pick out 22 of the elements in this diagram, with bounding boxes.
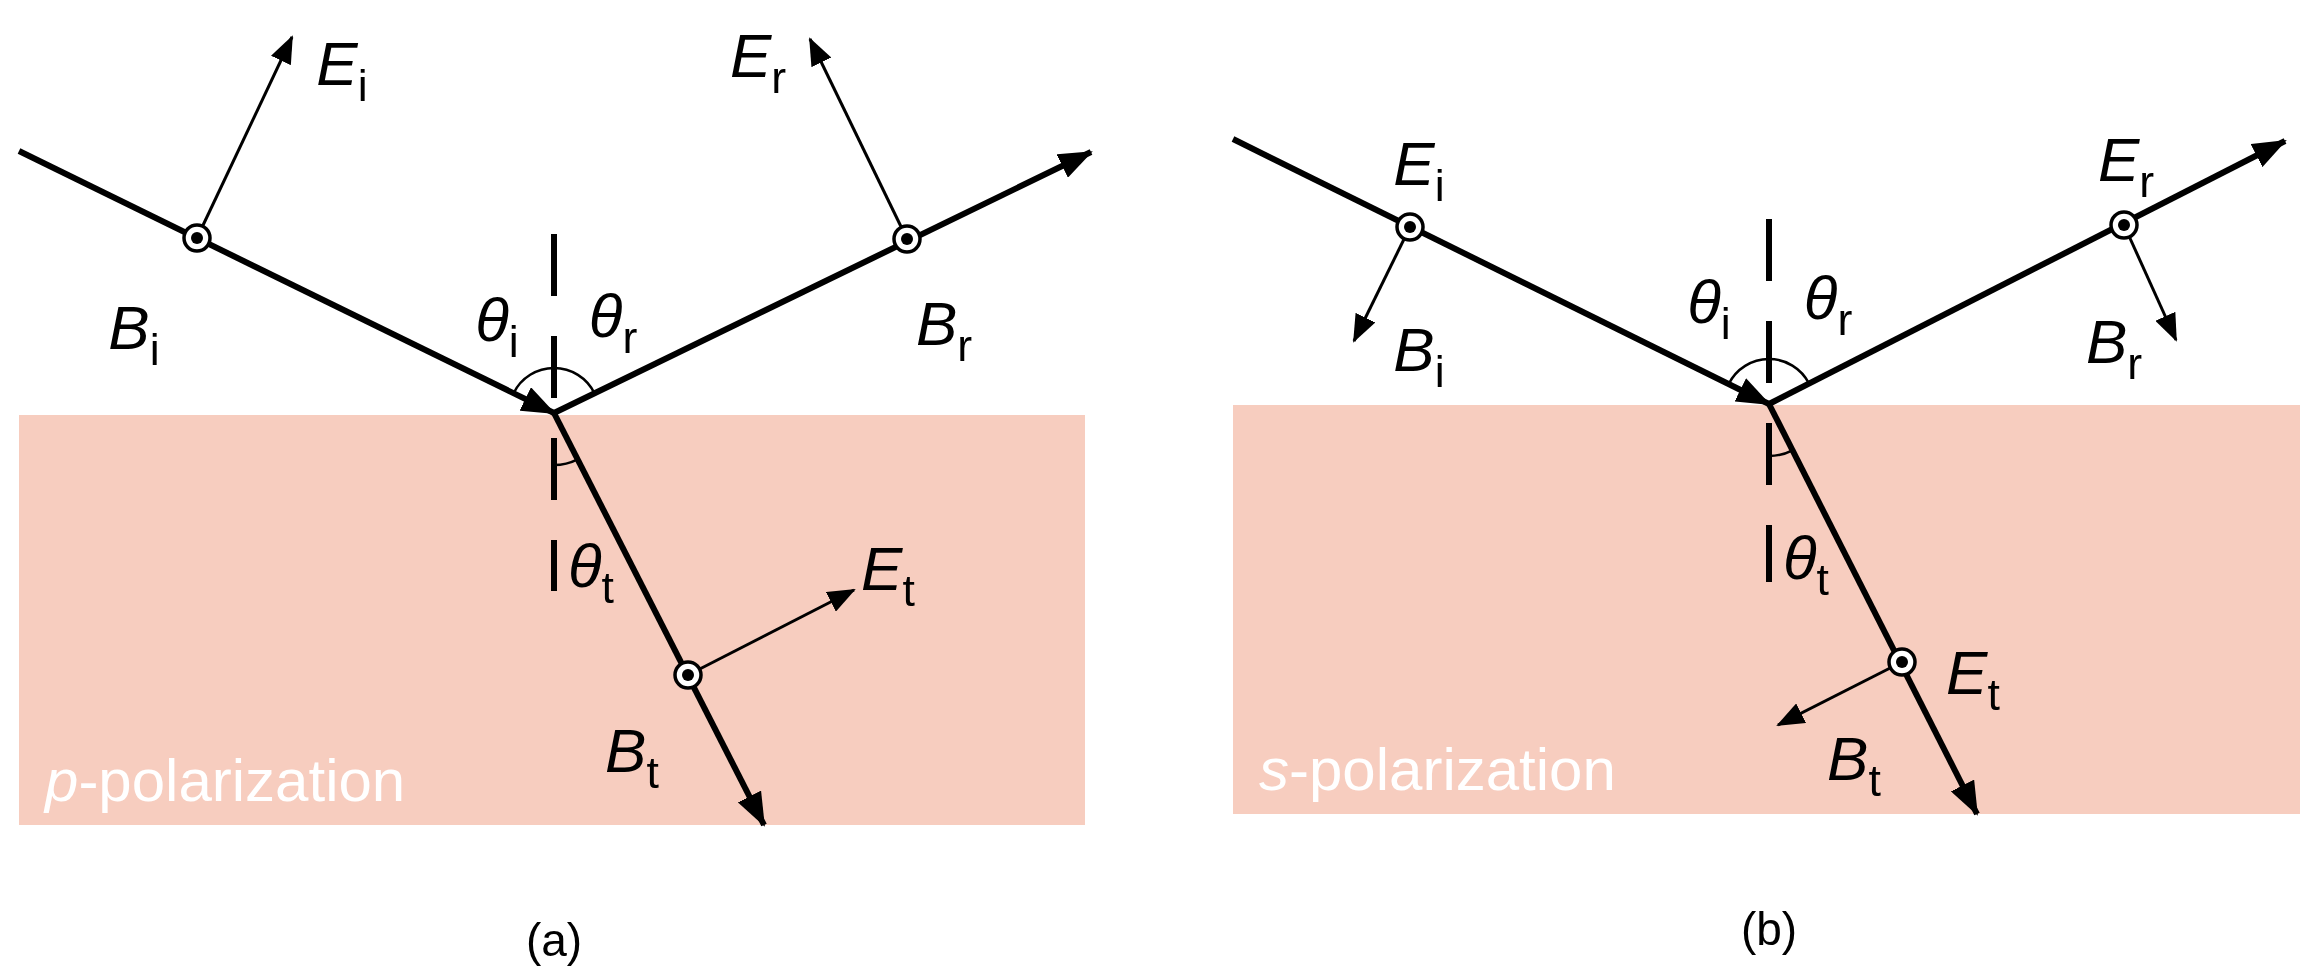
angle-symbol: θ$_{i}$ — [1687, 271, 1731, 347]
field-symbol: E$_{t}$ — [861, 538, 915, 614]
field-symbol: E$_{t}$ — [1946, 642, 2000, 718]
field-symbol: B$_{i}$ — [1393, 319, 1445, 395]
field-symbol: E$_{i}$ — [316, 33, 368, 109]
polarization-label: p-polarization — [45, 751, 406, 811]
field-symbol: B$_{t}$ — [1827, 728, 1881, 804]
polarization-label: s-polarization — [1259, 740, 1616, 800]
angle-symbol: θ$_{r}$ — [588, 285, 638, 361]
field-symbol: E$_{r}$ — [2097, 129, 2155, 205]
field-symbol: E$_{r}$ — [729, 25, 787, 101]
angle-symbol: θ$_{t}$ — [568, 535, 614, 611]
field-symbol: B$_{i}$ — [108, 297, 160, 373]
medium-region — [19, 415, 1085, 825]
field-symbol: B$_{r}$ — [2085, 311, 2143, 387]
field-symbol: B$_{r}$ — [915, 293, 973, 369]
medium-region — [1233, 405, 2300, 814]
angle-symbol: θ$_{i}$ — [475, 289, 519, 365]
field-symbol: B$_{t}$ — [605, 720, 659, 796]
field-symbol: E$_{i}$ — [1393, 133, 1445, 209]
angle-symbol: θ$_{t}$ — [1783, 527, 1829, 603]
angle-symbol: θ$_{r}$ — [1803, 267, 1853, 343]
